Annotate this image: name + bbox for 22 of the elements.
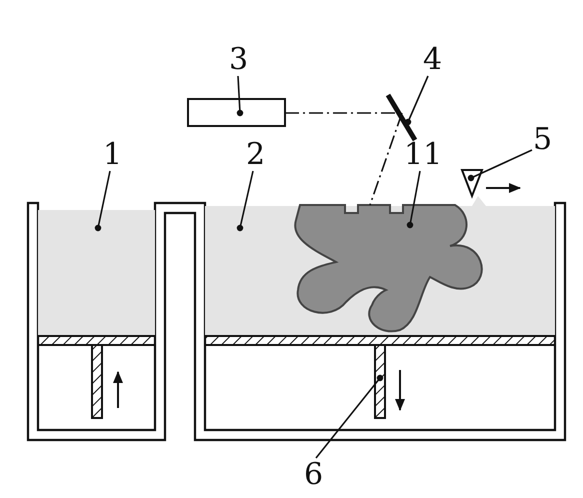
callout-number: 5 <box>533 125 552 155</box>
leader-line <box>406 170 421 228</box>
callout-number: 6 <box>304 460 324 490</box>
leader-line <box>236 170 254 232</box>
recoater-blade <box>460 169 484 199</box>
laser-beam <box>369 112 403 206</box>
leader-line <box>468 149 532 182</box>
piston-rod <box>91 344 103 419</box>
leader-line <box>315 374 384 458</box>
callout-number: 4 <box>423 45 442 75</box>
laser-box <box>187 98 286 127</box>
printed-part <box>294 204 483 332</box>
mirror <box>386 94 418 142</box>
callout-number: 2 <box>246 140 266 170</box>
callout-number: 11 <box>404 140 442 170</box>
leader-line <box>404 76 429 126</box>
leader-line <box>236 76 244 116</box>
leader-line <box>94 170 111 232</box>
callout-number: 1 <box>103 140 122 170</box>
callout-number: 3 <box>229 45 248 75</box>
piston-rod <box>374 344 386 419</box>
powder-bed <box>38 210 155 336</box>
